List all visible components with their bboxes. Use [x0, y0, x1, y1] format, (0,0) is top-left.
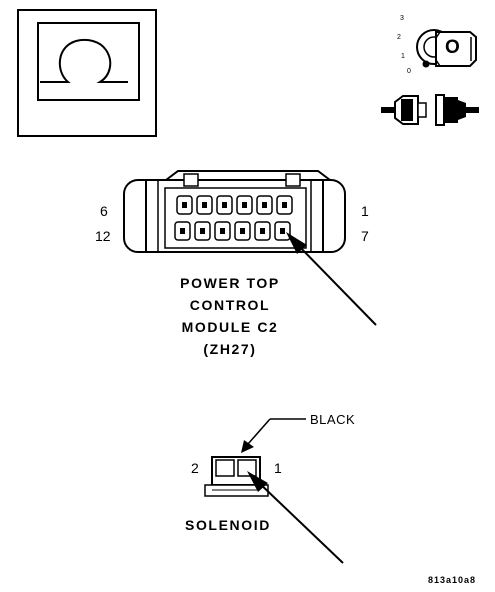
figure-code: 813a10a8: [428, 575, 477, 585]
ignition-position-3: 3: [400, 15, 404, 22]
module-pin-arrow: [286, 232, 377, 326]
ignition-key-letter: O: [445, 37, 460, 58]
module-pin-1-label: 1: [361, 203, 369, 219]
module-pin-7-label: 7: [361, 228, 369, 244]
module-label-line-3: MODULE C2: [181, 319, 279, 335]
module-label-line-1: POWER TOP: [180, 275, 280, 291]
ohmmeter-icon: [17, 9, 157, 137]
cavity-contacts: [180, 202, 287, 234]
module-pin-6-label: 6: [100, 203, 108, 219]
module-connector: [123, 170, 346, 253]
module-label-line-2: CONTROL: [189, 297, 271, 313]
module-label-line-4: (ZH27): [203, 341, 257, 357]
ignition-position-1: 1: [401, 53, 405, 60]
ignition-position-2: 2: [397, 34, 401, 41]
ignition-position-0: 0: [407, 68, 411, 75]
module-pin-12-label: 12: [95, 228, 111, 244]
module-connector-label: POWER TOP CONTROL MODULE C2 (ZH27): [150, 272, 310, 360]
ohm-symbol: Ω: [76, 40, 77, 41]
solenoid-label: SOLENOID: [185, 517, 271, 533]
ignition-key-icon: [416, 29, 477, 68]
connector-disconnect-icon: [381, 94, 479, 126]
solenoid-pin-arrow: [247, 471, 344, 564]
solenoid-pin-2-label: 2: [191, 460, 199, 476]
wire-color-label: BLACK: [310, 412, 356, 427]
black-wire-leader: [241, 418, 306, 453]
solenoid-pin-1-label: 1: [274, 460, 282, 476]
